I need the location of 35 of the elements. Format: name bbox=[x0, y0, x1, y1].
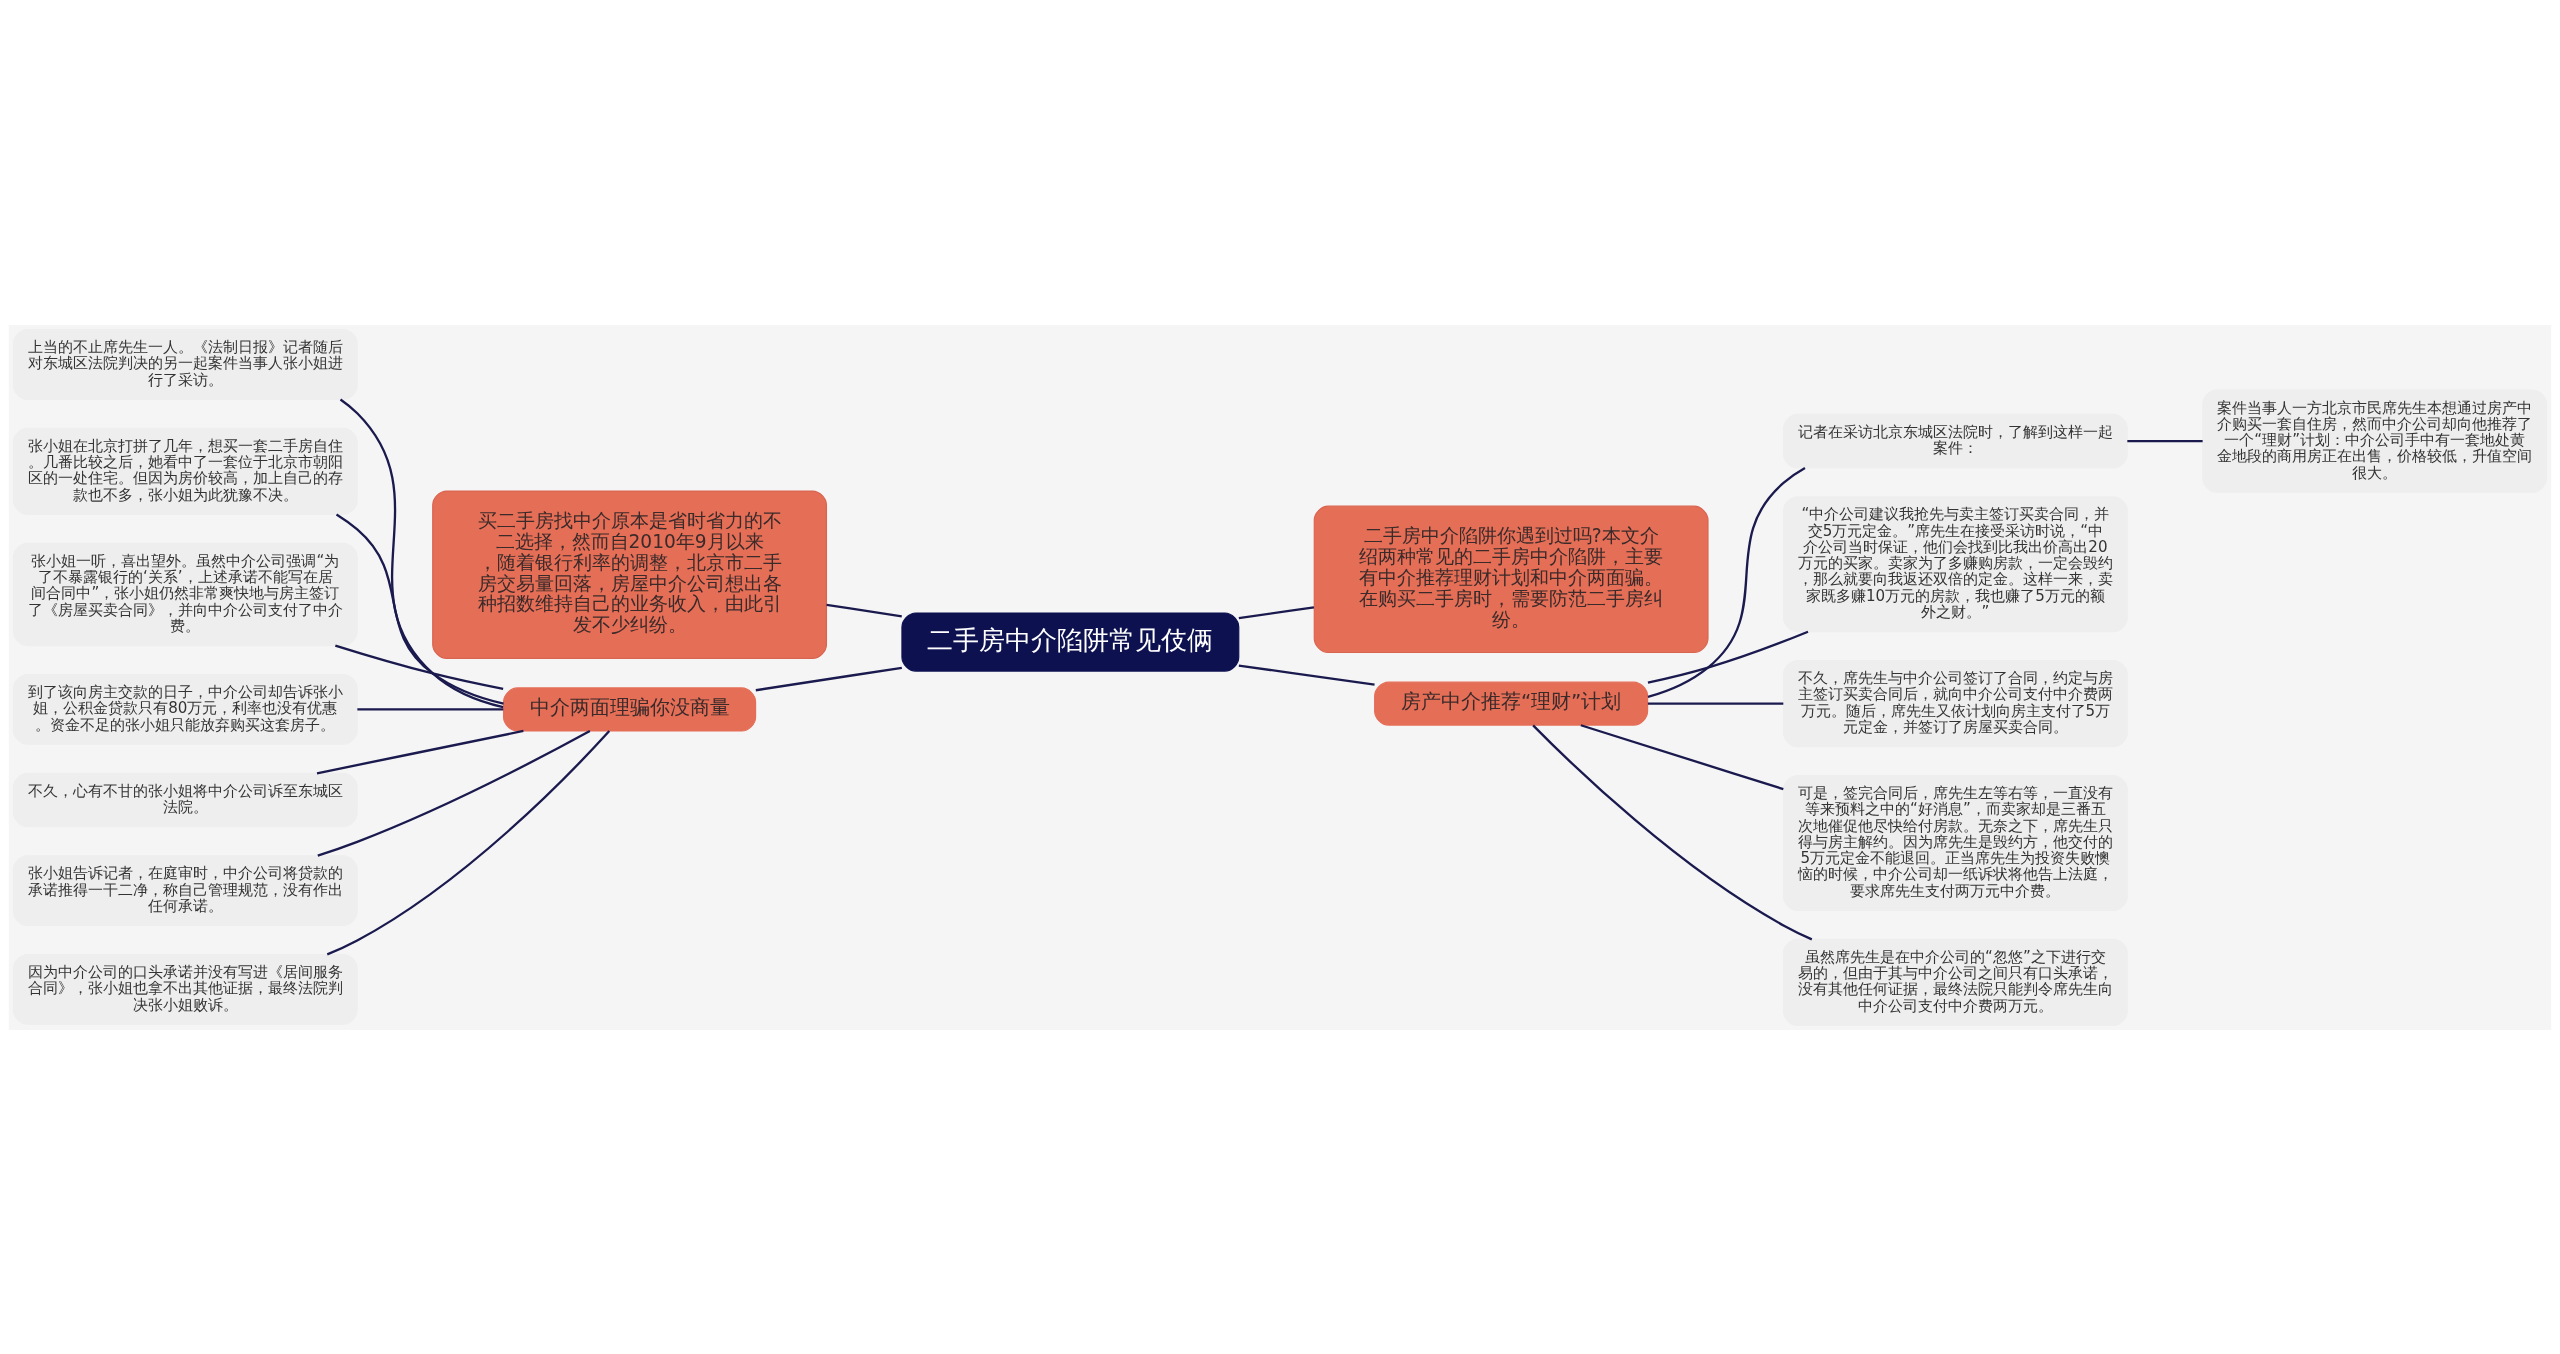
connector bbox=[326, 729, 611, 956]
node-box: 记者在采访北京东城区法院时，了解到这样一起案件： bbox=[1782, 413, 2128, 468]
connector bbox=[317, 729, 591, 857]
connector bbox=[1647, 466, 1806, 698]
node-box: 上当的不止席先生一人。《法制日报》记者随后对东城区法院判决的另一起案件当事人张小姐进行了采访。 bbox=[12, 328, 358, 400]
connector bbox=[357, 707, 504, 711]
connector bbox=[1580, 723, 1784, 790]
connector bbox=[1238, 605, 1315, 619]
connector bbox=[339, 398, 504, 708]
node-box: 案件当事人一方北京市民席先生本想通过房产中介购买一套自住房，然而中介公司却向他推荐了一个“理财”计划：中介公司手中有一套地处黄金地段的商用房正在出售，价格较低，升值空间很大。 bbox=[2202, 388, 2548, 493]
node-box: 张小姐告诉记者，在庭审时，中介公司将贷款的承诺推得一干二净，称自己管理规范，没有作出任何承诺。 bbox=[12, 854, 358, 926]
node-box: “中介公司建议我抢先与卖主签订买卖合同，并交5万元定金。”席先生在接受采访时说，“中介公司当时保证，他们会找到比我出价高出20万元的买家。卖家为了多赚购房款，一定会毁约，那么就要向我返还双倍的定金。这样一来，卖家既多赚10万元的房款，我也赚了5万元的额外之财。” bbox=[1782, 495, 2128, 632]
connector bbox=[316, 729, 524, 774]
node-box: 买二手房找中介原本是省时省力的不二选择，然而自2010年9月以来，随着银行利率的调整，北京市二手房交易量回落，房屋中介公司想出各种招数维持自己的业务收入，由此引发不少纠纷。 bbox=[432, 490, 828, 659]
node-box: 不久，席先生与中介公司签订了合同，约定与房主签订买卖合同后，就向中介公司支付中介费两万元。随后，席先生又依计划向房主支付了5万元定金，并签订了房屋买卖合同。 bbox=[1782, 659, 2128, 747]
node-box: 二手房中介陷阱常见伎俩 bbox=[901, 611, 1240, 672]
connector bbox=[1532, 724, 1813, 940]
connector bbox=[1238, 663, 1375, 686]
connector bbox=[755, 666, 902, 691]
node-box: 不久，心有不甘的张小姐将中介公司诉至东城区法院。 bbox=[12, 772, 358, 827]
connector bbox=[1647, 630, 1809, 684]
node-box: 张小姐一听，喜出望外。虽然中介公司强调“为了不暴露银行的‘关系’，上述承诺不能写在居间合同中”，张小姐仍然非常爽快地与房主签订了《房屋买卖合同》，并向中介公司支付了中介费。 bbox=[12, 542, 358, 646]
connector bbox=[335, 512, 504, 705]
connector bbox=[2127, 439, 2203, 442]
node-box: 可是，签完合同后，席先生左等右等，一直没有等来预料之中的“好消息”，而卖家却是三番五次地催促他尽快给付房款。无奈之下，席先生只得与房主解约。因为席先生是毁约方，他交付的5万元定金不能退回。正当席先生为投资失败懊恼的时候，中介公司却一纸诉状将他告上法庭，要求席先生支付两万元中介费。 bbox=[1782, 774, 2128, 911]
node-box: 张小姐在北京打拼了几年，想买一套二手房自住。几番比较之后，她看中了一套位于北京市朝阳区的一处住宅。但因为房价较高，加上自己的存款也不多，张小姐为此犹豫不决。 bbox=[12, 427, 358, 515]
connector bbox=[826, 603, 902, 617]
connector bbox=[1647, 701, 1784, 705]
node-box: 房产中介推荐“理财”计划 bbox=[1374, 681, 1649, 726]
node-box: 中介两面理骗你没商量 bbox=[503, 686, 757, 731]
node-box: 因为中介公司的口头承诺并没有写进《居间服务合同》，张小姐也拿不出其他证据，最终法院判决张小姐败诉。 bbox=[12, 953, 358, 1025]
node-box: 到了该向房主交款的日子，中介公司却告诉张小姐，公积金贷款只有80万元，利率也没有优惠。资金不足的张小姐只能放弃购买这套房子。 bbox=[12, 673, 358, 745]
node-box: 虽然席先生是在中介公司的“忽悠”之下进行交易的，但由于其与中介公司之间只有口头承诺，没有其他任何证据，最终法院只能判令席先生向中介公司支付中介费两万元。 bbox=[1782, 938, 2128, 1026]
connector bbox=[335, 643, 504, 690]
node-box: 二手房中介陷阱你遇到过吗?本文介绍两种常见的二手房中介陷阱，主要有中介推荐理财计划和中介两面骗。在购买二手房时，需要防范二手房纠纷。 bbox=[1313, 505, 1709, 653]
